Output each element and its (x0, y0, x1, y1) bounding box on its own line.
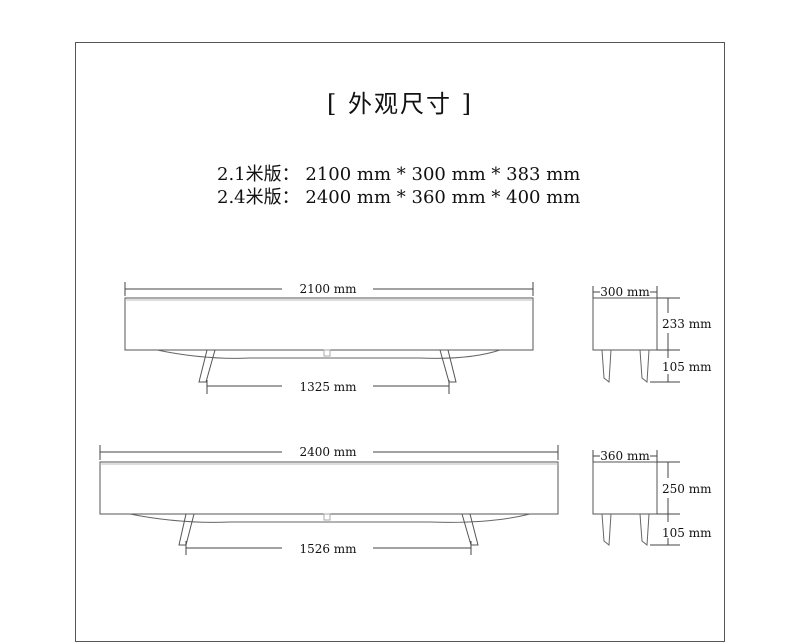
spec-value: 2100 mm * 300 mm * 383 mm (305, 164, 581, 185)
dim-leg-height: 105 mm (662, 360, 712, 374)
dim-leg-height: 105 mm (662, 526, 712, 540)
spec-value: 2400 mm * 360 mm * 400 mm (305, 187, 581, 208)
page-title: [ 外观尺寸 ] (327, 90, 473, 118)
dim-leg-span: 1325 mm (299, 380, 357, 394)
dim-depth: 360 mm (600, 449, 650, 463)
front-view-2-4: 2400 mm 1526 mm (99, 445, 559, 556)
dim-length: 2400 mm (299, 445, 357, 459)
spec-2-4: 2.4米版： 2400 mm * 360 mm * 400 mm (217, 183, 580, 209)
dim-body-height: 250 mm (662, 482, 712, 496)
dimension-drawings: 2100 mm 1325 mm 300 mm 233 mm 105 mm 240… (99, 282, 712, 556)
dim-body-height: 233 mm (662, 317, 712, 331)
dim-length: 2100 mm (299, 282, 357, 296)
spec-label: 2.1米版： (217, 164, 300, 185)
dim-leg-span: 1526 mm (299, 542, 357, 556)
dim-depth: 300 mm (600, 285, 650, 299)
spec-2-1: 2.1米版： 2100 mm * 300 mm * 383 mm (217, 160, 580, 186)
side-view-2-4: 360 mm 250 mm 105 mm (592, 449, 712, 546)
front-view-2-1: 2100 mm 1325 mm (124, 282, 534, 394)
spec-label: 2.4米版： (217, 187, 300, 208)
side-view-2-1: 300 mm 233 mm 105 mm (592, 285, 712, 383)
